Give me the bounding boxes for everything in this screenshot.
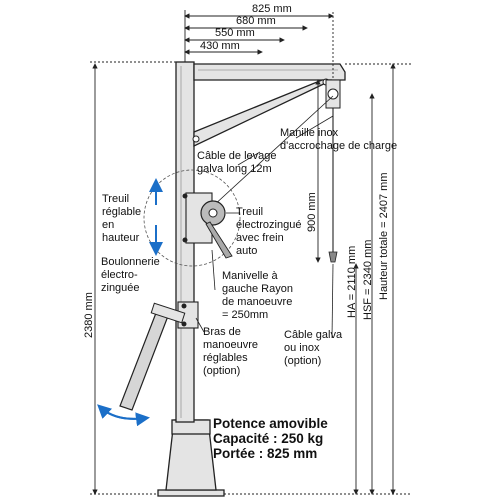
dim-2380 — [90, 61, 176, 495]
dim-680-label: 680 mm — [236, 15, 276, 27]
dim-430-label: 430 mm — [200, 40, 240, 52]
winch — [143, 169, 241, 267]
title-line-1: Potence amovible — [213, 416, 328, 431]
callout-leaders — [195, 115, 334, 339]
dim-550-label: 550 mm — [215, 27, 255, 39]
treuil-reglable-label: Treuil réglable en hauteur — [102, 193, 142, 244]
dim-ha-label: HA = 2110 mm — [346, 245, 358, 318]
manivelle-label: Manivelle à gauche Rayon de manoeuvre = … — [222, 270, 293, 321]
dim-825-label: 825 mm — [252, 3, 292, 15]
dim-2380-label: 2380 mm — [83, 292, 95, 338]
blue-arrows — [97, 178, 163, 427]
top-dimensions — [184, 10, 334, 80]
manoeuvre-arm — [119, 301, 199, 411]
base-foot — [157, 419, 225, 497]
title-line-3: Portée : 825 mm — [213, 446, 318, 461]
dim-900-label: 900 mm — [306, 192, 318, 232]
title-line-2: Capacité : 250 kg — [213, 431, 324, 446]
treuil-electro-label: Treuil électrozingué avec frein auto — [236, 206, 302, 257]
jib-arm — [192, 63, 346, 263]
cable-galva-label: Câble galva ou inox (option) — [284, 329, 343, 367]
boulonnerie-label: Boulonnerie électro- zinguée — [101, 256, 160, 294]
dim-htotal-label: Hauteur totale = 2407 mm — [378, 172, 390, 301]
cable-levage-label: Câble de levage galva long 12m — [197, 150, 277, 175]
bras-label: Bras de manoeuvre réglables (option) — [203, 326, 259, 377]
height-dimensions — [224, 63, 412, 495]
manille-label: Manille inox d'accrochage de charge — [280, 127, 398, 152]
dim-hsf-label: HSF = 2340 mm — [362, 239, 374, 320]
